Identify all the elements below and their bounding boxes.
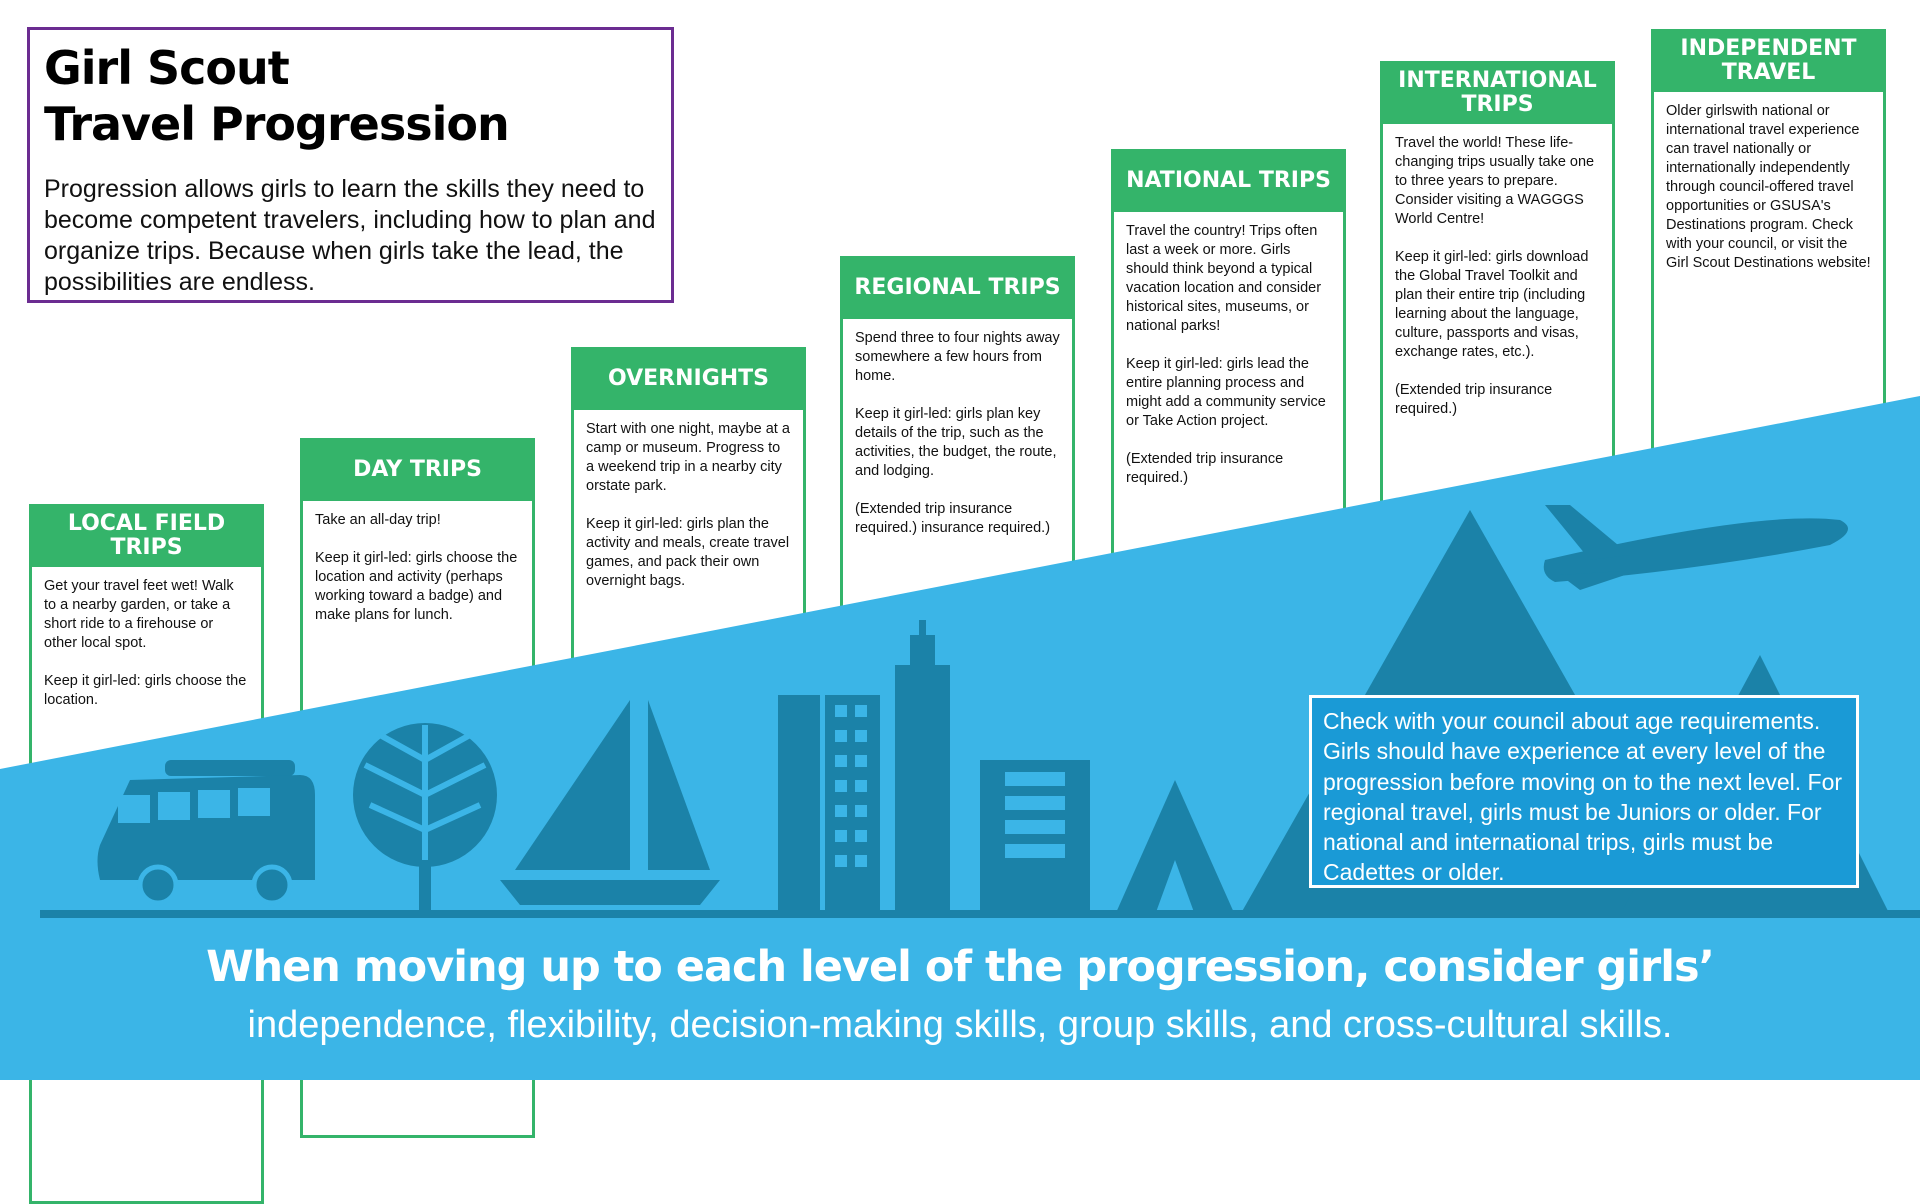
level-body: Get your travel feet wet! Walk to a near… <box>44 578 247 708</box>
level-heading: INTERNATIONAL TRIPS <box>1380 61 1615 124</box>
title-line-2: Travel Progression <box>44 97 510 151</box>
bus-icon <box>97 760 315 906</box>
tent-icon <box>1115 780 1235 915</box>
footer-band: When moving up to each level of the prog… <box>0 918 1920 1080</box>
level-body: Older girlswith national or internationa… <box>1666 103 1871 271</box>
ground-line <box>40 910 1920 918</box>
level-heading: LOCAL FIELD TRIPS <box>29 504 264 567</box>
level-body: Travel the country! Trips often last a w… <box>1126 223 1326 486</box>
tree-icon <box>353 723 497 910</box>
city-buildings-icon <box>778 620 1090 915</box>
footer-subline: independence, flexibility, decision-maki… <box>247 1004 1673 1046</box>
level-heading: NATIONAL TRIPS <box>1111 149 1346 212</box>
level-body: Take an all-day trip! Keep it girl-led: … <box>315 512 518 623</box>
airplane-icon <box>1543 505 1848 590</box>
title-line-1: Girl Scout <box>44 41 290 95</box>
age-requirements-notice: Check with your council about age requir… <box>1309 695 1859 888</box>
level-heading: REGIONAL TRIPS <box>840 256 1075 319</box>
level-heading: INDEPENDENT TRAVEL <box>1651 29 1886 92</box>
level-body: Start with one night, maybe at a camp or… <box>586 421 790 589</box>
level-body: Spend three to four nights away somewher… <box>855 330 1060 536</box>
level-heading: OVERNIGHTS <box>571 347 806 410</box>
footer-headline: When moving up to each level of the prog… <box>206 942 1715 992</box>
level-heading: DAY TRIPS <box>300 438 535 501</box>
sailboat-icon <box>500 700 720 905</box>
intro-text: Progression allows girls to learn the sk… <box>44 175 656 296</box>
level-body: Travel the world! These life-changing tr… <box>1395 135 1595 417</box>
